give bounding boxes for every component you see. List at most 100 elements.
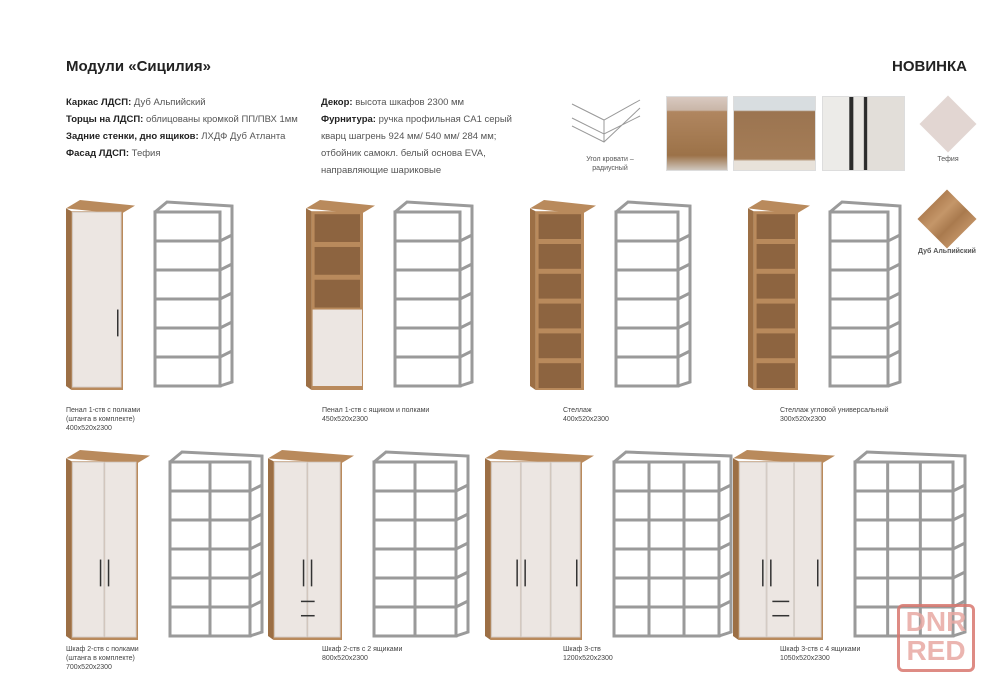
cabinet-render (485, 450, 594, 640)
shelf-cell (756, 303, 795, 329)
shelf-cell (756, 273, 795, 299)
spec-row: Каркас ЛДСП: Дуб Альпийский (66, 97, 206, 108)
cabinet-side (66, 458, 72, 640)
specs-left: Каркас ЛДСП: Дуб Альпийский Торцы на ЛДС… (66, 94, 316, 162)
shelf-cell (538, 303, 581, 329)
cabinet-door (72, 211, 122, 388)
drawer-handle (300, 600, 315, 603)
cabinet-door (72, 461, 105, 638)
page-title: Модули «Сицилия» (66, 58, 211, 75)
cabinet-door (312, 309, 362, 386)
new-badge: НОВИНКА (892, 58, 967, 75)
door-handle (576, 559, 578, 587)
product-size: 400x520x2300 (66, 425, 112, 432)
shelf-cell (538, 273, 581, 299)
spec-row: кварц шагрень 924 мм/ 540 мм/ 284 мм; (321, 131, 497, 142)
frame-diagram (612, 450, 733, 638)
product-name: Шкаф 2-ств с 2 ящиками (322, 646, 403, 653)
spec-row: направляющие шариковые (321, 165, 442, 176)
cabinet-body (535, 211, 584, 390)
cabinet-top (268, 450, 354, 464)
cabinet-side (306, 208, 312, 390)
product-name: Шкаф 2-ств с полками (66, 646, 139, 653)
shelf-cell (756, 244, 795, 269)
swatch-tefia (919, 95, 977, 153)
cabinet-render (66, 200, 135, 390)
cabinet-render (530, 200, 596, 390)
cabinet-body (753, 211, 798, 390)
frame-diagram (153, 200, 234, 388)
cabinet-render (306, 200, 375, 390)
cabinet-door (274, 461, 308, 638)
product-label: Пенал 1-ств с полками(штанга в комплекте… (66, 406, 140, 433)
frame-diagram (828, 200, 902, 388)
product-name: Стеллаж угловой универсальный (780, 407, 889, 414)
cabinet-door (491, 461, 521, 638)
photo-handle-profile (822, 96, 905, 171)
cabinet-top (530, 200, 596, 214)
shelf-cell (538, 244, 581, 269)
door-handle (117, 309, 119, 337)
product-size: 300x520x2300 (780, 416, 826, 423)
product-label: Шкаф 2-ств с полками (штанга в комплекте)… (66, 645, 139, 672)
door-handle (770, 559, 772, 587)
cabinet-top (748, 200, 810, 214)
product-name: Пенал 1-ств с полками (66, 407, 141, 414)
frame-diagram (393, 200, 474, 388)
product-label: Стеллаж угловой универсальный 300x520x230… (780, 406, 889, 424)
shelf-cell (314, 279, 360, 308)
cabinet-side (485, 458, 491, 640)
frame-diagram (372, 450, 470, 638)
frame-diagram (168, 450, 264, 638)
frame-diagram (614, 200, 692, 388)
cabinet-door (766, 461, 795, 638)
cabinet-door (550, 461, 581, 638)
cabinet-door (739, 461, 767, 638)
drawer-handle (300, 614, 315, 617)
product-name: Шкаф 3-ств с 4 ящиками (780, 646, 861, 653)
swatch-label: Дуб Альпийский (918, 248, 976, 255)
door-handle (817, 559, 819, 587)
spec-row: Задние стенки, дно ящиков: ЛХДФ Дуб Атла… (66, 131, 286, 142)
cabinet-side (268, 458, 274, 640)
bed-corner-diagram (571, 99, 641, 143)
product-size: 700x520x2300 (66, 664, 112, 671)
photo-bed-corner (666, 96, 728, 171)
product-name: Пенал 1-ств с ящиком и полками (322, 407, 430, 414)
spec-row: Фурнитура: ручка профильная CA1 серый (321, 114, 512, 125)
cabinet-door (520, 461, 551, 638)
door-handle (99, 559, 102, 587)
door-handle (762, 559, 764, 587)
specs-right: Декор: высота шкафов 2300 мм Фурнитура: … (321, 94, 531, 179)
cabinet-top (485, 450, 594, 464)
cabinet-door (104, 461, 137, 638)
spec-row: Фасад ЛДСП: Тефия (66, 148, 161, 159)
shelf-cell (538, 214, 581, 239)
cabinet-render (733, 450, 835, 640)
drawer-handle (772, 614, 790, 617)
spec-row: Декор: высота шкафов 2300 мм (321, 97, 465, 108)
product-size: 800x520x2300 (322, 655, 368, 662)
shelf-cell (314, 246, 360, 275)
door-handle (107, 559, 110, 587)
bed-corner-caption: Угол кровати – радиусный (586, 156, 634, 172)
product-note: (штанга в комплекте) (66, 655, 135, 662)
drawer-handle (772, 600, 790, 603)
cabinet-door (794, 461, 822, 638)
shelf-cell (756, 363, 795, 388)
cabinet-top (66, 450, 150, 464)
shelf-cell (314, 214, 360, 242)
cabinet-side (733, 458, 739, 640)
door-handle (516, 559, 518, 587)
cabinet-top (66, 200, 135, 214)
product-label: Шкаф 2-ств с 2 ящиками 800x520x2300 (322, 645, 402, 663)
photo-wood-panel (733, 96, 816, 171)
spec-row: отбойник самокл. белый основа EVA, (321, 148, 486, 159)
spec-row: Торцы на ЛДСП: облицованы кромкой ПП/ПВХ… (66, 114, 298, 125)
swatch-oak (917, 189, 977, 249)
product-size: 400x520x2300 (563, 416, 609, 423)
